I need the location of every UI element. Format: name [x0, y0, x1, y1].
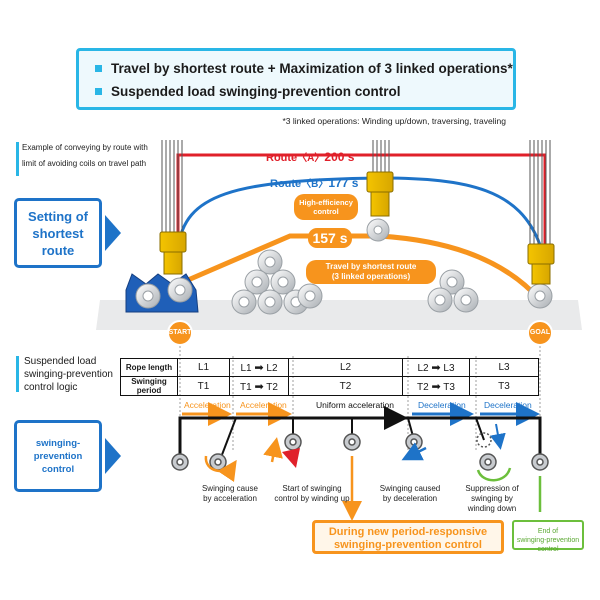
route-a-label: Route〈A〉200 s	[266, 150, 355, 164]
crane-hook-middle	[366, 171, 394, 217]
decel-swing-arrow	[401, 442, 427, 461]
swing-orange-curve	[204, 455, 237, 483]
route-b-label: Route〈B〉177 s	[270, 176, 359, 190]
coil-stacks	[135, 218, 553, 315]
crane-hook-goal	[527, 243, 555, 285]
phase-accel-1: Acceleration	[184, 400, 231, 410]
rope-length-row: Rope length L1 L1 ➡ L2 L2 L2 ➡ L3 L3	[120, 358, 539, 377]
headline-banner: Travel by shortest route + Maximization …	[76, 48, 516, 110]
example-line-2: limit of avoiding coils on travel path	[22, 159, 147, 168]
crane-hook-start	[159, 231, 187, 275]
swing-control-arrow	[105, 438, 121, 474]
phase-decel-2: Deceleration	[484, 400, 532, 410]
winding-up-flag	[282, 448, 300, 468]
example-accent-bar	[16, 142, 19, 176]
banner-line-2: Suspended load swinging-prevention contr…	[95, 84, 401, 99]
logic-table: Rope length L1 L1 ➡ L2 L2 L2 ➡ L3 L3 Swi…	[120, 358, 539, 396]
example-caption: Example of conveying by route with limit…	[22, 140, 172, 172]
route-a-line	[176, 153, 547, 244]
shortest-route-arrow	[105, 215, 121, 251]
goal-marker	[527, 320, 553, 346]
banner-line-1: Travel by shortest route + Maximization …	[95, 61, 513, 76]
phase-decel-1: Deceleration	[418, 400, 466, 410]
goal-label: GOAL	[529, 329, 551, 336]
logic-accent-bar	[16, 356, 19, 392]
winding-down-arrow	[489, 423, 506, 450]
shortest-time-badge: 157 s	[308, 228, 352, 248]
swing-green-curve	[476, 467, 512, 482]
winding-up-arrow	[263, 437, 283, 463]
footnote: *3 linked operations: Winding up/down, t…	[282, 116, 507, 126]
swing-loads	[171, 433, 549, 471]
phase-accel-2: Acceleration	[240, 400, 287, 410]
swinging-period-row: Swinging period T1 T1 ➡ T2 T2 T2 ➡ T3 T3	[120, 376, 539, 396]
start-label: START	[168, 329, 192, 336]
example-line-1: Example of conveying by route with	[22, 143, 148, 152]
shortest-route-badge: Travel by shortest route(3 linked operat…	[306, 260, 436, 284]
phase-uniform: Uniform acceleration	[316, 400, 394, 410]
crane-ropes	[161, 140, 551, 244]
start-marker	[167, 320, 193, 346]
